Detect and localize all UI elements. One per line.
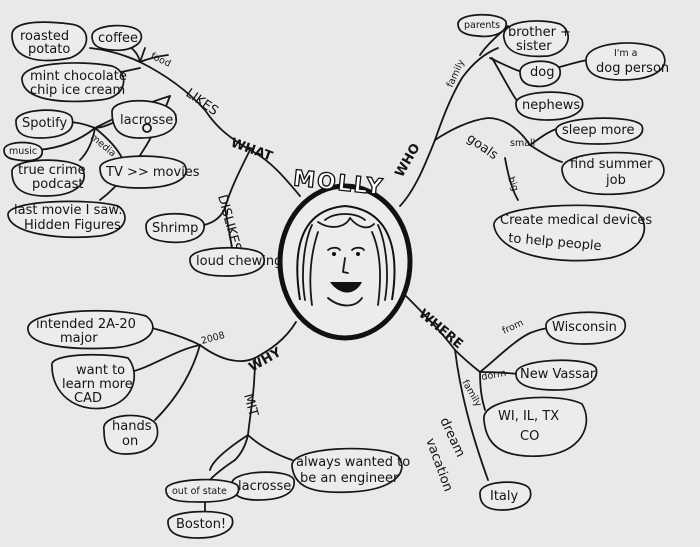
bubble-dog: dog — [519, 60, 561, 88]
bubble-mint-chocolate-chip: mint chocolate chip ice cream — [21, 62, 127, 103]
svg-text:music: music — [9, 146, 37, 157]
bubble-coffee: coffee — [91, 24, 143, 52]
bubble-always-engineer: always wanted to be an engineer — [291, 447, 410, 494]
likes-label: LIKES — [183, 86, 221, 119]
svg-text:on: on — [122, 434, 138, 449]
bubble-shrimp: Shrimp — [145, 212, 205, 244]
bubble-loud-chewing: loud chewing — [189, 246, 282, 277]
svg-text:WI, IL, TX: WI, IL, TX — [498, 409, 559, 424]
svg-text:out of state: out of state — [172, 486, 227, 497]
svg-text:TV >> movies: TV >> movies — [105, 165, 200, 180]
svg-text:major: major — [60, 331, 98, 346]
svg-text:dog: dog — [530, 65, 554, 80]
svg-text:true crime: true crime — [18, 163, 86, 178]
svg-text:last movie I saw:: last movie I saw: — [14, 203, 123, 218]
bubble-medical-devices: Create medical devices to help people — [493, 204, 652, 262]
svg-text:New Vassar: New Vassar — [520, 367, 596, 382]
svg-text:Create medical devices: Create medical devices — [500, 213, 652, 228]
svg-text:CAD: CAD — [74, 391, 102, 406]
bubble-last-movie: last movie I saw: Hidden Figures — [7, 200, 126, 239]
bubble-family-states: WI, IL, TX CO — [483, 396, 588, 457]
center-portrait — [277, 183, 413, 341]
svg-text:roasted: roasted — [20, 29, 69, 44]
svg-text:sleep more: sleep more — [562, 123, 634, 138]
svg-text:podcast: podcast — [32, 177, 83, 192]
svg-text:dog person: dog person — [596, 61, 669, 76]
bubble-music: music — [3, 141, 43, 162]
svg-text:potato: potato — [28, 42, 70, 57]
svg-text:always wanted to: always wanted to — [296, 455, 410, 470]
bubble-learn-cad: want to learn more CAD — [51, 353, 136, 410]
bubble-nephews: nephews — [515, 91, 584, 121]
bubble-italy: Italy — [479, 481, 532, 511]
bubble-find-summer-job: find summer job — [561, 151, 665, 196]
bubble-wisconsin: Wisconsin — [545, 311, 627, 345]
bubble-lacrosse: lacrosse! — [111, 99, 179, 139]
svg-text:hands: hands — [112, 419, 152, 434]
bubble-new-vassar: New Vassar — [515, 359, 598, 391]
bubble-parents: parents — [457, 13, 507, 38]
svg-text:brother +: brother + — [508, 25, 571, 40]
svg-text:be an engineer: be an engineer — [300, 471, 399, 486]
bubble-boston: Boston! — [167, 510, 234, 539]
svg-text:parents: parents — [464, 20, 500, 31]
svg-text:lacrosse!: lacrosse! — [120, 113, 179, 128]
bubble-true-crime-podcast: true crime podcast — [11, 159, 86, 197]
svg-text:Hidden Figures: Hidden Figures — [24, 218, 121, 233]
bubble-spotify: Spotify — [15, 109, 74, 139]
svg-text:Wisconsin: Wisconsin — [552, 320, 617, 335]
branch-where: WHERE — [415, 307, 465, 353]
bubble-dog-person: I'm a dog person — [585, 42, 669, 81]
small-label: small — [510, 138, 535, 149]
bubble-intended-major: intended 2A-20 major — [27, 309, 154, 350]
bubble-tv-movies: TV >> movies — [99, 155, 200, 189]
svg-text:Shrimp: Shrimp — [152, 221, 198, 236]
svg-text:chip ice cream: chip ice cream — [30, 83, 125, 98]
svg-text:intended 2A-20: intended 2A-20 — [36, 317, 136, 332]
from-label: from — [501, 317, 526, 336]
svg-text:coffee: coffee — [98, 31, 138, 46]
goals-label: goals — [464, 131, 501, 163]
svg-text:want to: want to — [76, 363, 125, 378]
dislikes-label: DISLIKES — [214, 193, 244, 253]
bubble-out-of-state: out of state — [165, 478, 240, 503]
bubble-sleep-more: sleep more — [555, 117, 644, 145]
big-label: big — [505, 175, 520, 193]
svg-text:Spotify: Spotify — [22, 116, 68, 131]
svg-text:I'm a: I'm a — [614, 48, 638, 59]
bubble-lacrosse-why: lacrosse — [231, 471, 295, 501]
branch-why: WHY — [247, 345, 285, 376]
svg-text:CO: CO — [520, 429, 539, 444]
center-name: MOLLY — [292, 166, 385, 200]
svg-text:Boston!: Boston! — [176, 517, 226, 532]
svg-text:Italy: Italy — [490, 489, 519, 504]
svg-text:job: job — [605, 173, 626, 188]
branch-who: WHO — [392, 141, 423, 180]
bubble-hands-on: hands on — [103, 414, 159, 455]
svg-text:lacrosse: lacrosse — [238, 479, 291, 494]
mit-label: MIT — [240, 392, 260, 418]
svg-text:loud chewing: loud chewing — [196, 254, 282, 269]
family-label: family — [445, 58, 468, 90]
dorm-label: dorm — [481, 368, 507, 383]
year-label: 2008 — [200, 330, 226, 347]
svg-text:sister: sister — [516, 39, 552, 54]
branch-what: WHAT — [229, 136, 275, 165]
svg-text:learn more: learn more — [62, 377, 133, 392]
svg-text:mint chocolate: mint chocolate — [30, 69, 127, 84]
svg-text:find summer: find summer — [570, 157, 653, 172]
bubble-roasted-potato: roasted potato — [11, 21, 88, 62]
food-label: food — [149, 51, 173, 70]
bubble-brother-sister: brother + sister — [503, 20, 571, 58]
svg-text:nephews: nephews — [522, 98, 580, 113]
